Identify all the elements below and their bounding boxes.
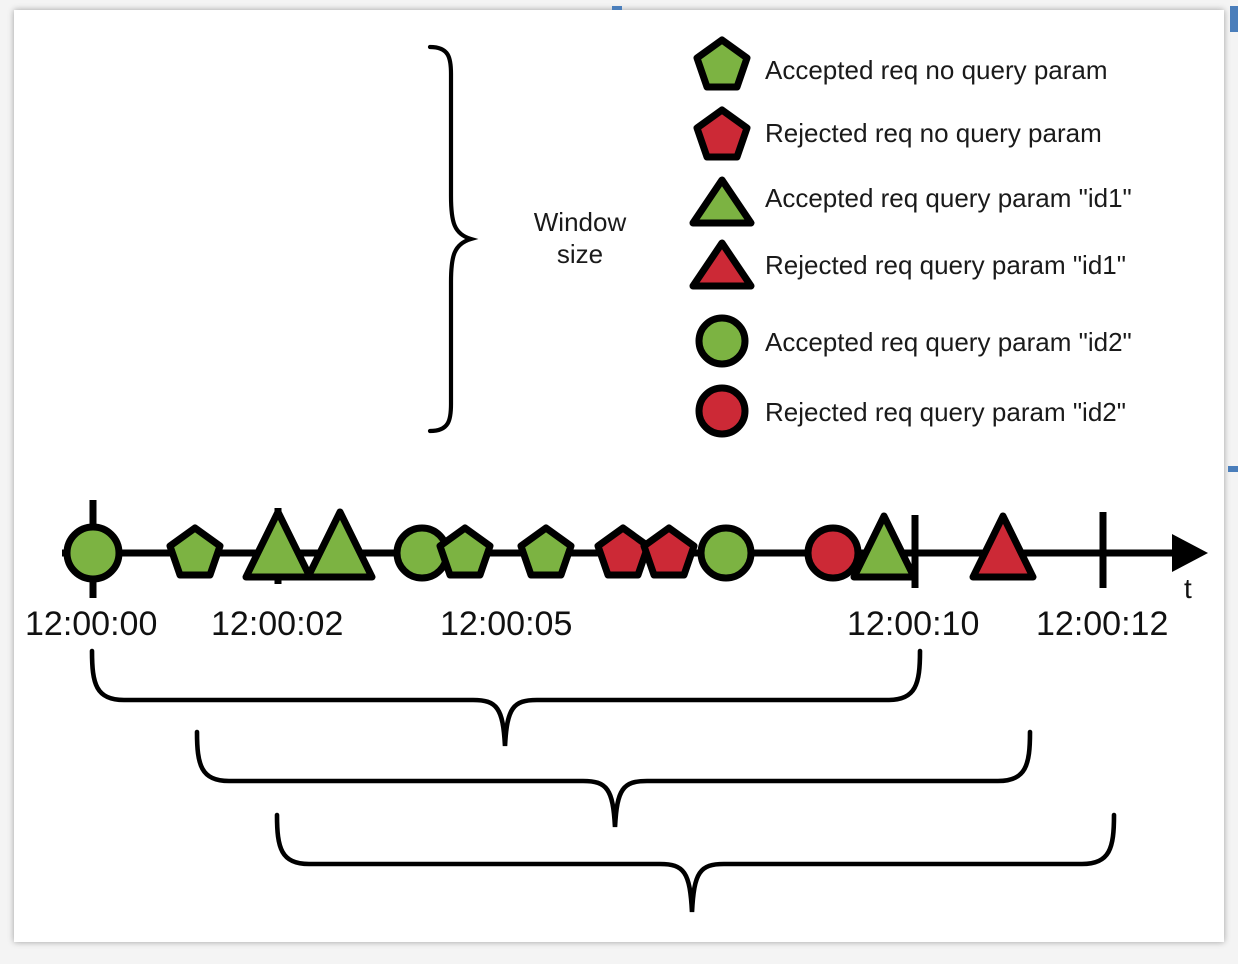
legend-label-accepted-id1: Accepted req query param "id1" — [765, 183, 1132, 213]
legend-marker-rejected-circle — [695, 384, 749, 438]
event-circle-rejected-1 — [804, 524, 862, 582]
window-size-label: Window size — [533, 207, 627, 269]
blue-artifact-right-mid — [1228, 466, 1238, 472]
legend-marker-rejected-pentagon — [693, 106, 751, 161]
legend-marker-rejected-triangle — [689, 239, 755, 290]
legend-label-accepted-no-param: Accepted req no query param — [765, 55, 1108, 85]
event-circle-accepted-1 — [63, 523, 123, 583]
event-triangle-accepted-1 — [242, 508, 314, 581]
timeline-events — [63, 508, 1037, 583]
blue-artifact-right-top — [1230, 6, 1238, 32]
window-brace-3 — [274, 812, 1117, 913]
legend-marker-accepted-triangle — [689, 176, 755, 227]
event-triangle-accepted-3 — [850, 512, 918, 581]
legend-label-rejected-id2: Rejected req query param "id2" — [765, 397, 1126, 427]
legend-label-rejected-no-param: Rejected req no query param — [765, 118, 1102, 148]
axis-variable-label: t — [1184, 573, 1192, 604]
window-brace-2 — [194, 729, 1033, 828]
legend-label-accepted-id2: Accepted req query param "id2" — [765, 327, 1132, 357]
legend-label-rejected-id1: Rejected req query param "id1" — [765, 250, 1126, 280]
axis-tick-label-120005: 12:00:05 — [440, 605, 573, 643]
axis-tick-label-120010: 12:00:10 — [847, 605, 980, 643]
axis-tick-label-120012: 12:00:12 — [1036, 605, 1169, 643]
window-size-brace — [427, 44, 479, 434]
legend-marker-accepted-circle — [695, 314, 749, 368]
event-circle-accepted-3 — [697, 524, 755, 582]
event-triangle-rejected-1 — [969, 512, 1037, 581]
event-pentagon-rejected-1 — [594, 524, 652, 579]
legend-marker-accepted-pentagon — [693, 36, 751, 91]
diagram-paper — [14, 10, 1224, 942]
event-pentagon-accepted-1 — [166, 524, 224, 579]
event-pentagon-accepted-2 — [436, 524, 494, 579]
axis-tick-label-120002: 12:00:02 — [211, 605, 344, 643]
blue-artifact-top — [612, 6, 622, 10]
event-pentagon-rejected-2 — [640, 524, 698, 579]
axis-tick-label-120000: 12:00:00 — [25, 605, 158, 643]
event-pentagon-accepted-3 — [517, 524, 575, 579]
window-brace-1 — [89, 648, 923, 747]
event-triangle-accepted-2 — [304, 508, 376, 581]
